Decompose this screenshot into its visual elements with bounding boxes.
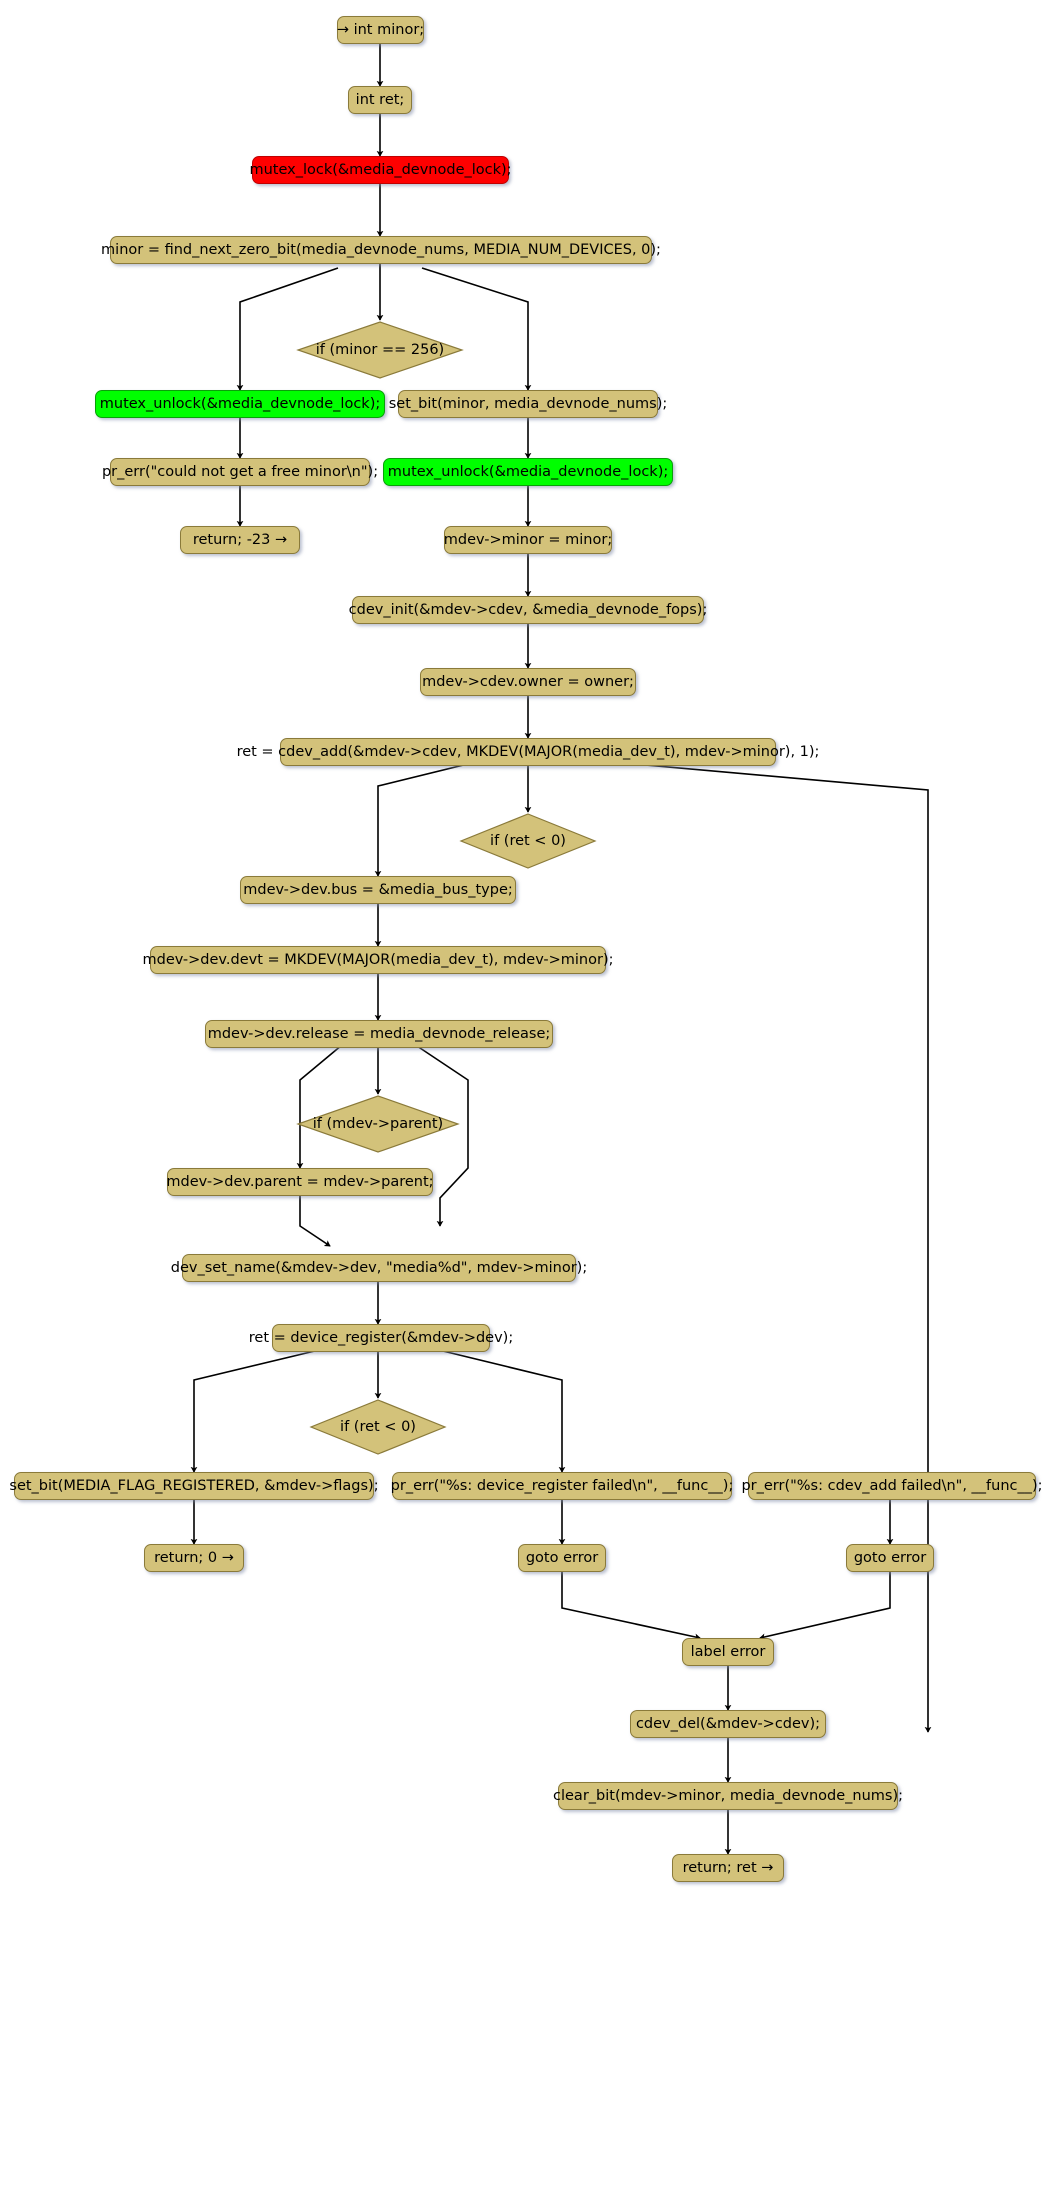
node-mutex-lock[interactable]: mutex_lock(&media_devnode_lock); — [249, 156, 512, 184]
node-dev-devt[interactable]: mdev->dev.devt = MKDEV(MAJOR(media_dev_t… — [142, 946, 614, 974]
node-cdev-del[interactable]: cdev_del(&mdev->cdev); — [630, 1710, 826, 1738]
node-label: pr_err("could not get a free minor\n"); — [101, 463, 379, 480]
node-find-next-zero-bit[interactable]: minor = find_next_zero_bit(media_devnode… — [101, 236, 661, 264]
diamond-shape — [309, 1399, 447, 1455]
node-dev-bus[interactable]: mdev->dev.bus = &media_bus_type; — [240, 876, 516, 904]
node-label: mdev->dev.devt = MKDEV(MAJOR(media_dev_t… — [142, 951, 614, 968]
node-return-ret[interactable]: return; ret → — [672, 1854, 784, 1882]
node-label: if (ret < 0) — [490, 833, 566, 849]
node-label: cdev_init(&mdev->cdev, &media_devnode_fo… — [348, 601, 708, 618]
node-label: dev_set_name(&mdev->dev, "media%d", mdev… — [170, 1259, 588, 1276]
node-pr-err-device-register[interactable]: pr_err("%s: device_register failed\n", _… — [390, 1472, 734, 1500]
decision-mdev-parent[interactable]: if (mdev->parent) — [295, 1094, 461, 1154]
node-label: mdev->dev.bus = &media_bus_type; — [243, 881, 513, 898]
node-label: return; 0 → — [154, 1549, 234, 1566]
decision-minor-eq-256[interactable]: if (minor == 256) — [295, 320, 465, 380]
node-label: mutex_unlock(&media_devnode_lock); — [387, 463, 669, 480]
node-goto-error-left[interactable]: goto error — [518, 1544, 606, 1572]
node-int-minor[interactable]: → int minor; — [337, 16, 424, 44]
node-label: goto error — [525, 1549, 599, 1566]
decision-cdev-add-ret[interactable]: if (ret < 0) — [458, 812, 598, 870]
node-label: ret = cdev_add(&mdev->cdev, MKDEV(MAJOR(… — [236, 743, 820, 760]
node-mutex-unlock-left[interactable]: mutex_unlock(&media_devnode_lock); — [95, 390, 385, 418]
node-label: minor = find_next_zero_bit(media_devnode… — [101, 241, 661, 258]
node-label: mutex_lock(&media_devnode_lock); — [249, 161, 512, 178]
node-label: goto error — [853, 1549, 927, 1566]
node-device-register[interactable]: ret = device_register(&mdev->dev); — [249, 1324, 513, 1352]
node-dev-parent-assign[interactable]: mdev->dev.parent = mdev->parent; — [166, 1168, 434, 1196]
node-label: mdev->dev.release = media_devnode_releas… — [207, 1025, 551, 1042]
node-label: pr_err("%s: cdev_add failed\n", __func__… — [741, 1477, 1043, 1494]
node-mutex-unlock-right[interactable]: mutex_unlock(&media_devnode_lock); — [383, 458, 673, 486]
diamond-shape — [459, 813, 597, 869]
node-label: mdev->dev.parent = mdev->parent; — [166, 1173, 434, 1190]
node-cdev-add[interactable]: ret = cdev_add(&mdev->cdev, MKDEV(MAJOR(… — [237, 738, 819, 766]
node-clear-bit[interactable]: clear_bit(mdev->minor, media_devnode_num… — [553, 1782, 903, 1810]
node-label: cdev_del(&mdev->cdev); — [635, 1715, 821, 1732]
node-return-minus-23[interactable]: return; -23 → — [180, 526, 300, 554]
node-goto-error-right[interactable]: goto error — [846, 1544, 934, 1572]
node-label: set_bit(minor, media_devnode_nums); — [388, 395, 668, 412]
node-label: mutex_unlock(&media_devnode_lock); — [99, 395, 381, 412]
node-dev-release[interactable]: mdev->dev.release = media_devnode_releas… — [205, 1020, 553, 1048]
node-label: return; ret → — [682, 1859, 774, 1876]
node-label: if (mdev->parent) — [312, 1116, 444, 1132]
diamond-shape — [296, 1095, 460, 1153]
node-int-ret[interactable]: int ret; — [348, 86, 412, 114]
node-cdev-owner[interactable]: mdev->cdev.owner = owner; — [420, 668, 636, 696]
node-mdev-minor-assign[interactable]: mdev->minor = minor; — [444, 526, 612, 554]
node-label: mdev->minor = minor; — [443, 531, 613, 548]
node-label: pr_err("%s: device_register failed\n", _… — [390, 1477, 734, 1494]
decision-device-register-ret[interactable]: if (ret < 0) — [308, 1398, 448, 1456]
node-pr-err-cdev-add[interactable]: pr_err("%s: cdev_add failed\n", __func__… — [741, 1472, 1043, 1500]
node-label: → int minor; — [336, 21, 425, 38]
node-label: label error — [690, 1643, 766, 1660]
node-label: ret = device_register(&mdev->dev); — [248, 1329, 514, 1346]
node-pr-err-free-minor[interactable]: pr_err("could not get a free minor\n"); — [102, 458, 378, 486]
node-label: int ret; — [355, 91, 405, 108]
diamond-shape — [296, 321, 464, 379]
node-label-error[interactable]: label error — [682, 1638, 774, 1666]
node-cdev-init[interactable]: cdev_init(&mdev->cdev, &media_devnode_fo… — [349, 596, 707, 624]
node-set-bit-minor[interactable]: set_bit(minor, media_devnode_nums); — [389, 390, 667, 418]
node-label: return; -23 → — [192, 531, 288, 548]
node-return-zero[interactable]: return; 0 → — [144, 1544, 244, 1572]
node-label: clear_bit(mdev->minor, media_devnode_num… — [553, 1787, 903, 1804]
node-label: if (minor == 256) — [315, 342, 445, 358]
node-label: mdev->cdev.owner = owner; — [422, 673, 634, 690]
node-set-bit-registered[interactable]: set_bit(MEDIA_FLAG_REGISTERED, &mdev->fl… — [9, 1472, 379, 1500]
node-label: set_bit(MEDIA_FLAG_REGISTERED, &mdev->fl… — [9, 1477, 379, 1494]
node-dev-set-name[interactable]: dev_set_name(&mdev->dev, "media%d", mdev… — [171, 1254, 587, 1282]
node-label: if (ret < 0) — [340, 1419, 416, 1435]
